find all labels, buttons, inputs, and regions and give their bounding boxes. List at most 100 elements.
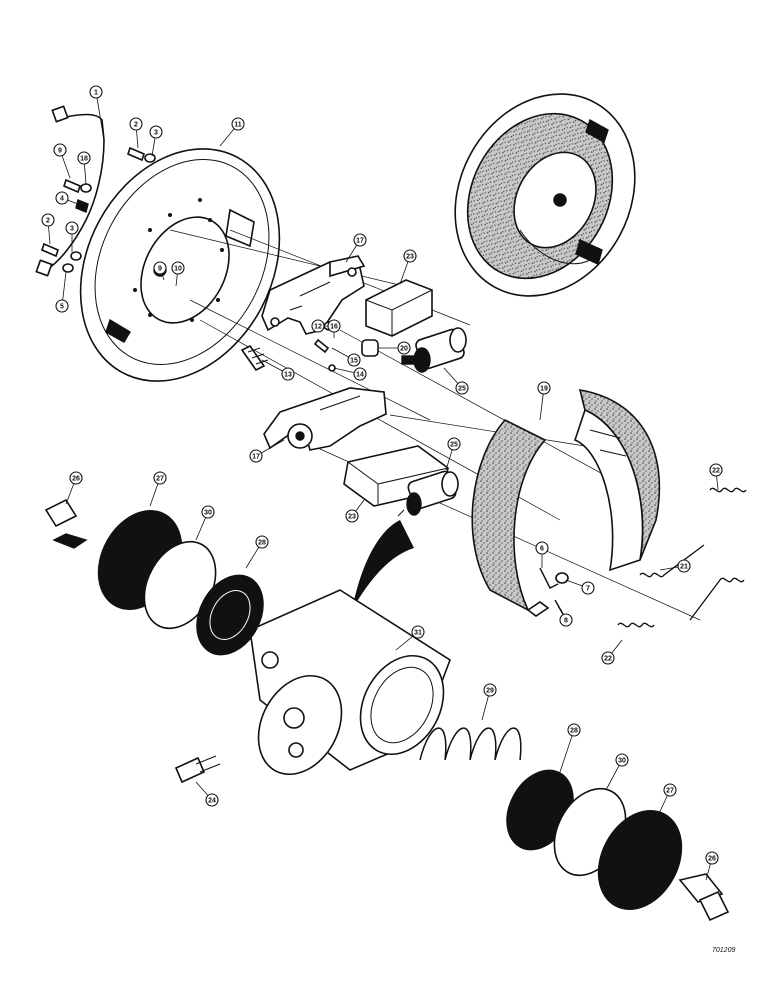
callout-number: 18	[80, 156, 88, 163]
callout-leader	[95, 91, 105, 141]
callout-18: 18	[77, 151, 91, 185]
callout-number: 3	[154, 130, 158, 137]
callout-circle	[55, 191, 69, 205]
callout-number: 11	[234, 122, 242, 129]
callout-number: 28	[570, 728, 578, 735]
small-hardware-upper	[240, 321, 379, 372]
callout-11: 11	[219, 117, 245, 147]
callout-circle	[663, 783, 677, 797]
callout-circle	[353, 233, 367, 247]
callout-circle	[129, 117, 143, 131]
callout-5: 5	[55, 271, 69, 313]
callout-24: 24	[195, 781, 219, 807]
left-cylinder-parts	[44, 498, 264, 656]
lower-anchor-bracket	[263, 387, 387, 451]
callout-number: 30	[204, 510, 212, 517]
callout-7: 7	[565, 579, 595, 595]
callout-number: 13	[284, 372, 292, 379]
callout-number: 14	[356, 372, 364, 379]
callout-2: 2	[129, 117, 143, 149]
spring	[419, 727, 522, 761]
callout-circle	[327, 319, 341, 333]
callout-number: 22	[712, 468, 720, 475]
callout-circle	[535, 541, 549, 555]
callout-3: 3	[65, 221, 79, 252]
callout-17: 17	[249, 439, 285, 463]
callout-number: 5	[60, 304, 64, 311]
callout-29: 29	[481, 683, 497, 721]
callout-number: 25	[458, 386, 466, 393]
callout-26: 26	[65, 471, 83, 505]
bleeder-screw	[174, 755, 221, 784]
callout-number: 22	[604, 656, 612, 663]
callout-circle	[347, 353, 361, 367]
callout-circle	[201, 505, 215, 519]
callout-17: 17	[345, 233, 367, 263]
cylinder-body	[249, 589, 451, 776]
callout-number: 17	[356, 238, 364, 245]
callout-number: 16	[330, 324, 338, 331]
callout-circle	[483, 683, 497, 697]
callout-14: 14	[333, 367, 367, 381]
callout-number: 9	[158, 266, 162, 273]
callout-22: 22	[709, 463, 723, 491]
callout-circle	[345, 509, 359, 523]
callout-3: 3	[149, 125, 163, 157]
callout-number: 17	[252, 454, 260, 461]
callout-9: 9	[153, 261, 167, 281]
callout-number: 7	[586, 586, 590, 593]
callout-circle	[705, 851, 719, 865]
callout-circle	[153, 471, 167, 485]
callout-23: 23	[345, 499, 365, 523]
callout-circle	[615, 753, 629, 767]
brake-shoe-rear	[574, 389, 661, 572]
callout-number: 4	[60, 196, 64, 203]
callout-circle	[41, 213, 55, 227]
callout-10: 10	[171, 261, 185, 287]
reference-code: 701209	[712, 947, 735, 954]
callout-number: 15	[350, 358, 358, 365]
callout-12: 12	[311, 319, 330, 333]
callout-21: 21	[659, 559, 691, 573]
callout-number: 25	[450, 442, 458, 449]
callout-number: 30	[618, 758, 626, 765]
callout-circle	[455, 381, 469, 395]
callout-circle	[69, 471, 83, 485]
callout-circle	[559, 613, 573, 627]
callout-circle	[53, 143, 67, 157]
brake-shoe-front	[471, 419, 550, 617]
callout-number: 28	[258, 540, 266, 547]
upper-wheel-cylinder-cover	[365, 279, 433, 337]
right-cylinder-parts	[506, 769, 730, 922]
callout-circle	[171, 261, 185, 275]
callout-28: 28	[245, 535, 269, 569]
callout-number: 23	[406, 254, 414, 261]
callout-number: 24	[208, 798, 216, 805]
callout-circle	[149, 125, 163, 139]
callout-number: 10	[174, 266, 182, 273]
callout-circle	[403, 249, 417, 263]
callout-circle	[709, 463, 723, 477]
callout-15: 15	[331, 347, 361, 367]
callout-number: 8	[564, 618, 568, 625]
callout-circle	[153, 261, 167, 275]
callout-20: 20	[378, 341, 411, 355]
callout-number: 29	[486, 688, 494, 695]
callout-number: 31	[414, 630, 422, 637]
callout-leader	[559, 729, 575, 773]
callout-25: 25	[443, 367, 469, 395]
callout-circle	[353, 367, 367, 381]
callout-26: 26	[705, 851, 719, 881]
callout-number: 3	[70, 226, 74, 233]
callout-9: 9	[53, 143, 71, 179]
upper-wheel-cylinder	[401, 327, 467, 373]
callout-25: 25	[445, 437, 461, 471]
callout-number: 21	[680, 564, 688, 571]
callout-6: 6	[535, 541, 549, 568]
callout-27: 27	[149, 471, 167, 507]
callout-circle	[281, 367, 295, 381]
upper-anchor-bracket	[261, 255, 366, 335]
drum-assembly	[454, 93, 636, 297]
callout-circle	[677, 559, 691, 573]
